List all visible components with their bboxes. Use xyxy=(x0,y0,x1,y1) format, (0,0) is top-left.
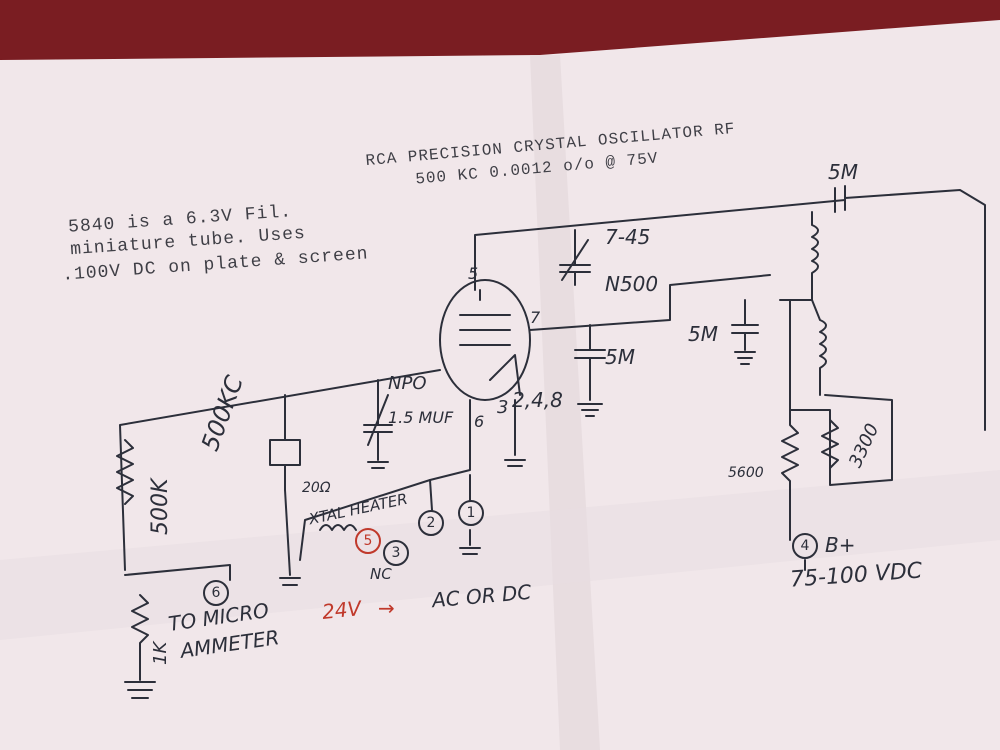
terminal-5: 5 xyxy=(355,528,381,554)
label-20-ohm: 20Ω xyxy=(302,480,331,496)
terminal-6: 6 xyxy=(203,580,229,606)
label-pin248: 2,4,8 xyxy=(512,388,563,412)
label-pin5: 5 xyxy=(468,264,479,283)
terminal-4: 4 xyxy=(792,533,818,559)
label-n500: N500 xyxy=(605,272,659,296)
label-500k: 500K xyxy=(148,478,173,535)
label-npo-value: 1.5 MUF xyxy=(388,408,454,427)
label-cap-top: 5M xyxy=(828,160,858,184)
label-trimmer: 7-45 xyxy=(605,225,651,249)
label-cap-mid: 5M xyxy=(605,345,635,369)
arrow-icon: → xyxy=(378,596,395,620)
label-pin6: 6 xyxy=(474,412,485,431)
label-nc: NC xyxy=(370,565,392,583)
terminal-1: 1 xyxy=(458,500,484,526)
terminal-3: 3 xyxy=(383,540,409,566)
label-b-plus: B+ xyxy=(825,533,856,557)
terminal-2: 2 xyxy=(418,510,444,536)
label-1k: 1K xyxy=(150,641,171,665)
label-24v: 24V xyxy=(320,596,363,624)
label-pin3: 3 xyxy=(497,397,509,418)
label-npo: NPO xyxy=(388,373,427,394)
label-pin7: 7 xyxy=(530,308,541,327)
label-cap-small: 5M xyxy=(688,322,718,346)
label-5600: 5600 xyxy=(728,465,764,481)
